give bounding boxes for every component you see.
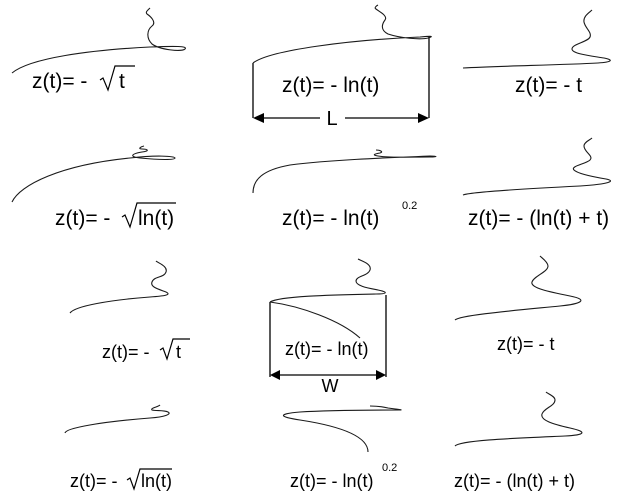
sqrt-radical-icon	[126, 468, 172, 491]
formula-text: z(t)= - ln(t)	[290, 471, 374, 491]
sqrt-radical-icon	[121, 202, 176, 229]
label-r1c2: z(t)= - ln(t)	[282, 74, 379, 97]
label-r2c2: z(t)= - ln(t) 0.2	[282, 200, 417, 230]
label-r1c3: z(t)= - t	[515, 74, 582, 97]
profile-curve-r1c1	[11, 7, 186, 74]
formula-exponent: 0.2	[382, 462, 397, 474]
formula-radicand: ln(t)	[141, 471, 172, 491]
dimension-L: L	[253, 108, 429, 130]
label-r3c2: z(t)= - ln(t)	[285, 339, 369, 359]
label-r4c3: z(t)= - (ln(t) + t)	[454, 471, 575, 491]
label-r1c1: z(t)= - t	[32, 65, 135, 93]
formula-prefix: z(t)= -	[102, 342, 150, 362]
profile-curve-r2c1	[11, 145, 176, 203]
profile-curve-r2c3	[462, 137, 611, 196]
label-r3c1: z(t)= - t	[102, 338, 190, 362]
profile-curve-r3c1	[69, 260, 169, 314]
profile-curve-r3c2	[269, 258, 386, 303]
formula-prefix: z(t)= -	[70, 471, 118, 491]
formula-radicand: t	[119, 70, 125, 93]
arrowhead-left-icon	[270, 370, 280, 380]
frame-r3c2	[269, 295, 387, 377]
arrowhead-right-icon	[418, 113, 429, 123]
dimension-W: W	[270, 370, 386, 396]
label-r4c1: z(t)= - ln(t)	[70, 468, 172, 491]
profile-curve-r4c2	[282, 405, 402, 453]
sqrt-radical-icon	[99, 65, 135, 92]
formula-radicand: ln(t)	[138, 207, 174, 230]
label-r4c2: z(t)= - ln(t) 0.2	[290, 462, 397, 491]
profile-curve-r1c2	[252, 4, 432, 64]
profile-curve-r3c3	[454, 255, 582, 321]
arrowhead-left-icon	[253, 113, 264, 123]
profile-curve-r4c1	[64, 404, 170, 434]
formula-prefix: z(t)= -	[55, 207, 110, 230]
arrowhead-right-icon	[376, 370, 386, 380]
dimension-label-L: L	[326, 108, 337, 130]
formula-text: z(t)= - ln(t)	[282, 207, 379, 230]
label-r2c3: z(t)= - (ln(t) + t)	[468, 207, 609, 230]
profile-curve-r1c3	[462, 9, 611, 69]
inner-curve-r3c2	[269, 301, 361, 339]
sqrt-radical-icon	[159, 338, 190, 361]
dimension-label-W: W	[322, 376, 339, 396]
profile-curve-r2c2	[252, 149, 437, 194]
formula-exponent: 0.2	[402, 200, 417, 212]
frame-r1c2	[252, 36, 430, 118]
label-r3c3: z(t)= - t	[497, 334, 555, 354]
formula-prefix: z(t)= -	[32, 70, 87, 93]
label-r2c1: z(t)= - ln(t)	[55, 202, 176, 230]
profile-curve-r4c3	[454, 391, 583, 447]
formula-radicand: t	[176, 342, 181, 362]
